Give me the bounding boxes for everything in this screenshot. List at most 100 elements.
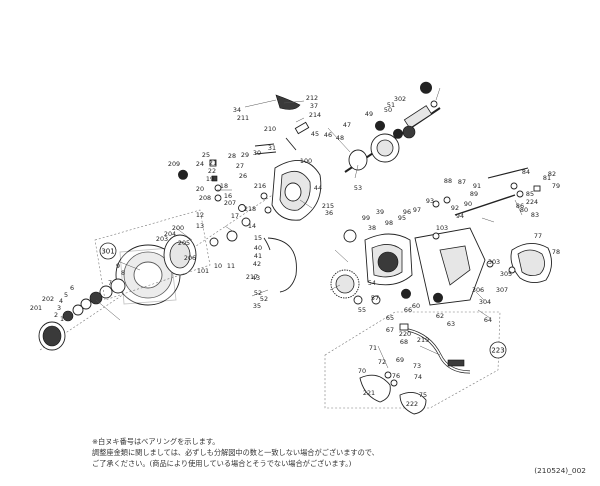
part-number-label: 303: [488, 258, 500, 266]
part-number-label: 12: [196, 211, 204, 219]
part-number-label: 52: [254, 289, 262, 297]
part-number-label: 207: [224, 199, 236, 207]
part-number-label: 205: [178, 239, 190, 247]
part-number-label: 210: [264, 125, 276, 133]
part-number-label: 76: [392, 372, 400, 380]
part-number-label: 102: [420, 84, 432, 92]
part-number-label: 101: [197, 267, 209, 275]
part-number-label: 99: [362, 214, 370, 222]
part-number-label: 97: [413, 206, 421, 214]
part-number-label: 72: [378, 358, 386, 366]
part-number-label: 73: [413, 362, 421, 370]
part-number-label: 66: [404, 306, 412, 314]
body-assembly: [330, 167, 552, 306]
part-number-label: 87: [458, 178, 466, 186]
part-number-label: 86: [516, 202, 524, 210]
part-number-label: 80: [520, 206, 528, 214]
part-number-label: 208: [199, 194, 211, 202]
part-number-label: 29: [241, 151, 249, 159]
part-number-label: 78: [552, 248, 560, 256]
part-number-label: 222: [406, 400, 418, 408]
part-number-label: 71: [369, 344, 377, 352]
part-number-label: 84: [522, 168, 530, 176]
part-number-label: 23: [179, 171, 187, 179]
part-number-label: 68: [400, 338, 408, 346]
part-number-label: 20: [196, 185, 204, 193]
part-number-label: 8: [121, 269, 125, 277]
part-number-label: 94: [456, 212, 464, 220]
part-number-label: 31: [268, 144, 276, 152]
part-number-label: 200: [172, 224, 184, 232]
part-number-label: 302: [394, 95, 406, 103]
part-number-label: 40: [254, 244, 262, 252]
part-number-label: 57: [371, 294, 379, 302]
part-number-label: 25: [202, 151, 210, 159]
footnotes: ※白ヌキ番号はベアリングを示します。 調整座金類に関しましては、必ずしも分解図中…: [92, 436, 379, 469]
part-number-label: 218: [244, 205, 256, 213]
main-shaft: [344, 100, 441, 173]
part-number-label: 42: [253, 260, 261, 268]
spool-assembly: [38, 169, 311, 351]
part-number-label: 77: [534, 232, 542, 240]
part-number-label: 74: [414, 373, 422, 381]
part-number-label: 2: [54, 311, 58, 319]
part-number-label: 51: [387, 101, 395, 109]
part-number-label: 22: [208, 167, 216, 175]
bearing-marker: [178, 169, 188, 180]
part-number-label: 50: [384, 106, 392, 114]
part-number-label: 4: [59, 297, 63, 305]
part-number-label: 53: [354, 184, 362, 192]
part-number-label: 65: [386, 314, 394, 322]
part-number-label: 21: [209, 159, 217, 167]
part-number-label: 44: [314, 184, 322, 192]
part-number-label: 305: [500, 270, 512, 278]
part-number-label: 75: [419, 391, 427, 399]
part-number-label: 85: [526, 190, 534, 198]
part-number-label: 30: [253, 149, 261, 157]
part-number-label: 89: [470, 190, 478, 198]
part-number-label: 91: [473, 182, 481, 190]
part-number-label: 88: [444, 177, 452, 185]
part-number-label: 16: [224, 192, 232, 200]
part-number-label: 212: [306, 94, 318, 102]
part-number-label: 204: [164, 230, 176, 238]
part-number-label: 59: [376, 122, 384, 130]
part-number-label: 45: [311, 130, 319, 138]
part-number-label: 206: [184, 254, 196, 262]
part-number-label: 93: [426, 197, 434, 205]
part-number-label: 13: [196, 222, 204, 230]
part-number-label: 9: [116, 262, 120, 270]
bearing-marker: [375, 120, 385, 131]
part-number-label: 35: [253, 302, 261, 310]
part-number-label: 63: [447, 320, 455, 328]
part-number-label: 60: [412, 302, 420, 310]
part-number-label: 10: [214, 262, 222, 270]
part-number-label: 49: [365, 110, 373, 118]
part-number-label: 95: [398, 214, 406, 222]
part-number-label: 14: [248, 222, 256, 230]
part-number-label: 215: [322, 202, 334, 210]
part-number-label: 220: [399, 330, 411, 338]
part-number-label: 28: [228, 152, 236, 160]
part-number-label: 54: [368, 279, 376, 287]
spool-group-number: 301: [101, 248, 114, 256]
spool-group-label: 301: [99, 242, 117, 260]
part-number-label: 82: [548, 170, 556, 178]
part-number-label: 201: [30, 304, 42, 312]
part-number-label: 103: [436, 224, 448, 232]
bearing-note: ※白ヌキ番号はベアリングを示します。: [92, 437, 220, 446]
part-number-label: 7: [108, 279, 112, 287]
part-number-label: 83: [531, 211, 539, 219]
part-number-label: 43: [252, 274, 260, 282]
handle-group-label: 223: [489, 341, 507, 359]
handle-group-number: 223: [491, 347, 504, 355]
part-number-label: 41: [254, 252, 262, 260]
part-number-label: 24: [196, 160, 204, 168]
part-number-label: 216: [254, 182, 266, 190]
part-number-label: 202: [42, 295, 54, 303]
part-number-label: 67: [386, 326, 394, 334]
leader-lines: [95, 87, 523, 369]
part-number-label: 37: [310, 102, 318, 110]
part-number-label: 3: [57, 304, 61, 312]
